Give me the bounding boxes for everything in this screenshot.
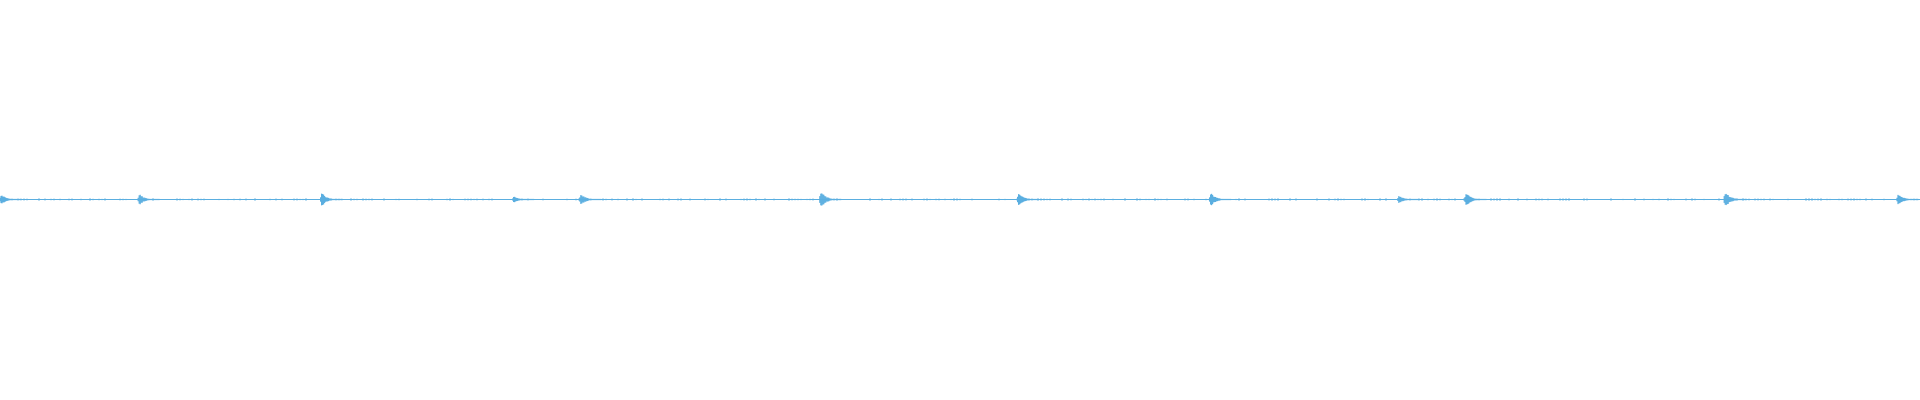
waveform-marks	[0, 193, 1919, 206]
